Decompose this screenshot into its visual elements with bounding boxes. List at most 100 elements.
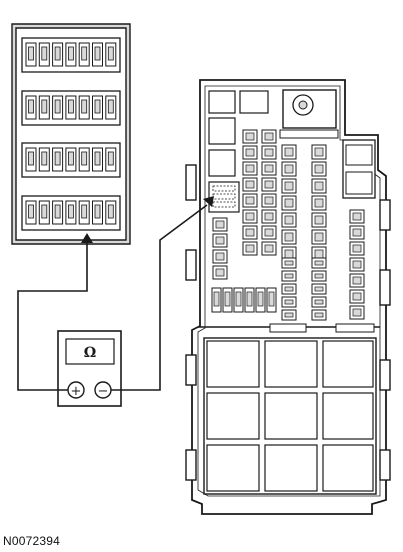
mini-fuse-window bbox=[284, 198, 294, 208]
mini-fuse-window bbox=[284, 232, 294, 242]
fuse-column-d bbox=[311, 144, 327, 262]
connector-terminal-pin bbox=[81, 151, 88, 166]
test-cavity-slot bbox=[212, 185, 236, 192]
connector-terminal-pin bbox=[54, 46, 61, 61]
relay-socket bbox=[345, 144, 373, 166]
mini-fuse-window bbox=[314, 232, 324, 242]
mounting-tab bbox=[379, 269, 391, 306]
mini-fuse-window bbox=[352, 212, 362, 221]
connector-terminal-pin bbox=[28, 151, 34, 166]
mini-fuse-window bbox=[284, 312, 294, 318]
connector-terminal-pin bbox=[28, 99, 34, 114]
positive-lead-arrow-icon bbox=[81, 233, 93, 243]
mini-fuse-window bbox=[314, 249, 324, 259]
mounting-tab bbox=[379, 199, 391, 231]
mini-fuse-window bbox=[314, 164, 324, 174]
mini-fuse-window bbox=[284, 164, 294, 174]
mini-fuse-window bbox=[284, 249, 294, 259]
mini-fuse-window bbox=[284, 299, 294, 305]
mini-fuse-window bbox=[314, 273, 324, 279]
large-relay-socket bbox=[322, 392, 374, 440]
mini-fuse-window bbox=[284, 273, 294, 279]
mini-fuse-window bbox=[246, 291, 253, 307]
connector-terminal-pin bbox=[41, 204, 48, 219]
connector-terminal-pin bbox=[28, 204, 34, 219]
divider-clip bbox=[269, 323, 307, 333]
mini-fuse-window bbox=[215, 252, 225, 261]
test-leads bbox=[17, 196, 214, 391]
connector-terminal-pin bbox=[68, 151, 74, 166]
connector-terminal-pin bbox=[54, 99, 61, 114]
mounting-tab bbox=[185, 164, 197, 201]
mini-fuse-window bbox=[264, 180, 274, 189]
mini-fuse-window bbox=[215, 268, 225, 277]
connector-terminal-pin bbox=[107, 151, 114, 166]
fuse-box-inner-wall bbox=[197, 85, 381, 497]
mounting-tab bbox=[185, 249, 197, 281]
mini-fuse-window bbox=[215, 236, 225, 245]
mini-fuse-window bbox=[314, 147, 324, 157]
connector-terminal-pin bbox=[107, 99, 114, 114]
connector-terminal-pin bbox=[68, 204, 74, 219]
fuse-column-g bbox=[349, 209, 365, 320]
fuse-column-a bbox=[242, 129, 258, 256]
mini-fuse-window bbox=[264, 164, 274, 173]
mini-fuse-window bbox=[314, 215, 324, 225]
mini-fuse-window bbox=[352, 228, 362, 237]
fuse-column-left bbox=[212, 217, 228, 280]
mini-fuse-window bbox=[245, 196, 255, 205]
large-relay-socket bbox=[206, 444, 260, 492]
mounting-tab bbox=[185, 449, 197, 481]
positive-terminal-label: + bbox=[71, 384, 82, 399]
ground-stud-center bbox=[298, 100, 308, 110]
connector-pin-row bbox=[21, 195, 121, 231]
connector-terminal-pin bbox=[41, 46, 48, 61]
mini-fuse-window bbox=[264, 148, 274, 157]
connector-terminal-pin bbox=[94, 99, 101, 114]
mini-fuse-window bbox=[245, 164, 255, 173]
mini-fuse-window bbox=[284, 147, 294, 157]
relay-socket bbox=[208, 117, 236, 145]
mini-fuse-window bbox=[314, 260, 324, 266]
connector-terminal-pin bbox=[41, 99, 48, 114]
large-relay-socket bbox=[264, 392, 318, 440]
mini-fuse-window bbox=[264, 228, 274, 237]
relay-socket bbox=[345, 171, 373, 195]
fuse-column-c bbox=[281, 144, 297, 262]
mini-fuse-window bbox=[352, 292, 362, 301]
mini-fuse-window bbox=[268, 291, 275, 307]
mini-fuse-window bbox=[284, 181, 294, 191]
divider-clip bbox=[335, 323, 375, 333]
connector-terminal-pin bbox=[68, 99, 74, 114]
negative-terminal-label: − bbox=[98, 384, 109, 399]
ohmmeter-display bbox=[65, 338, 115, 365]
mini-fuse-window bbox=[264, 244, 274, 253]
large-relay-socket bbox=[206, 392, 260, 440]
mini-fuse-window bbox=[284, 260, 294, 266]
mini-fuse-window bbox=[213, 291, 220, 307]
mini-fuse-window bbox=[257, 291, 264, 307]
mounting-tab bbox=[379, 359, 391, 391]
connector-terminal-pin bbox=[94, 204, 101, 219]
mini-fuse-window bbox=[245, 148, 255, 157]
mini-fuse-window bbox=[314, 312, 324, 318]
large-relay-socket bbox=[264, 444, 318, 492]
connector-terminal-pin bbox=[81, 204, 88, 219]
large-relay-grid bbox=[203, 337, 377, 495]
connector-terminal-pin bbox=[54, 204, 61, 219]
mini-fuse-window bbox=[235, 291, 242, 307]
relay-socket bbox=[208, 90, 236, 114]
connector-terminal-pin bbox=[28, 46, 34, 61]
mini-fuse-window bbox=[245, 212, 255, 221]
mini-fuse-window bbox=[352, 260, 362, 269]
mini-fuse-window bbox=[245, 132, 255, 141]
fuse-junction-box bbox=[185, 79, 391, 515]
connector-housing bbox=[11, 23, 131, 245]
ohm-symbol: Ω bbox=[84, 345, 96, 361]
fuse-column-b bbox=[261, 129, 277, 256]
fuse-column-e bbox=[281, 257, 297, 321]
connector-terminal-pin bbox=[94, 151, 101, 166]
relay-socket bbox=[239, 90, 269, 114]
mounting-tab bbox=[379, 449, 391, 481]
figure-reference-code: N0072394 bbox=[3, 534, 60, 548]
